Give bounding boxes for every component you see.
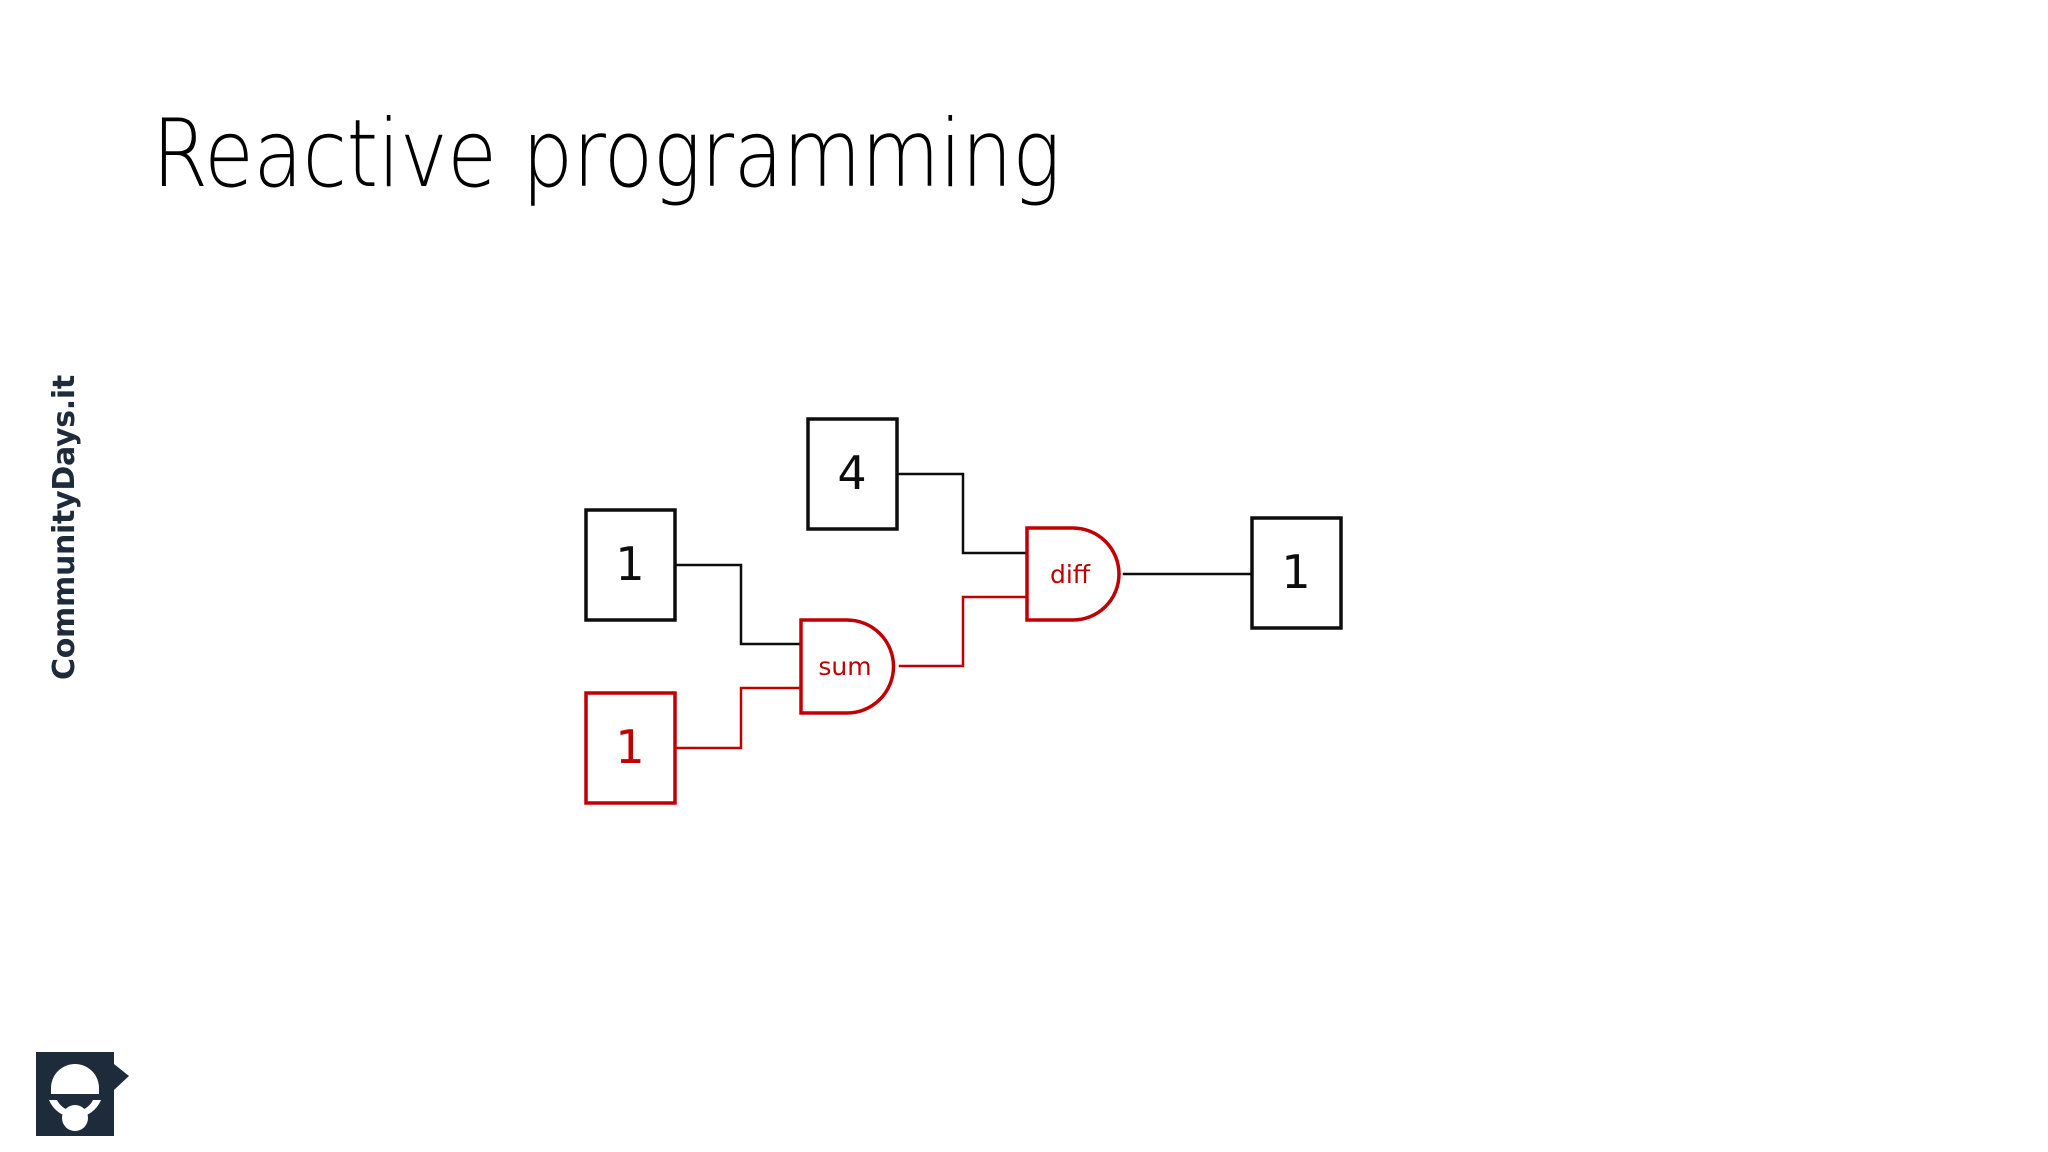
wire-in-c-to-diff — [895, 472, 1029, 555]
value-node-in-c[interactable]: 4 — [806, 417, 899, 531]
logo-dome — [51, 1064, 99, 1088]
communitydays-logo-svg — [36, 1052, 129, 1136]
value-node-out-box — [1250, 516, 1343, 630]
value-node-in-c-box — [806, 417, 899, 531]
gate-node-sum-shape — [799, 618, 896, 715]
value-node-in-a[interactable]: 1 — [584, 508, 677, 622]
value-node-in-b[interactable]: 1 — [584, 691, 677, 805]
gate-node-diff-label: diff — [1050, 560, 1091, 589]
wire-sum-to-diff — [898, 595, 1029, 668]
logo-arms — [49, 1100, 101, 1118]
logo-tab — [114, 1064, 129, 1090]
value-node-in-b-box — [584, 691, 677, 805]
gate-node-sum-label: sum — [818, 652, 871, 681]
value-node-out[interactable]: 1 — [1250, 516, 1343, 630]
value-node-in-a-box — [584, 508, 677, 622]
logo-body-circle — [62, 1105, 88, 1131]
gate-node-diff-shape — [1025, 526, 1121, 622]
value-node-in-b-label: 1 — [615, 720, 644, 774]
value-node-out-label: 1 — [1281, 545, 1310, 599]
value-node-in-a-label: 1 — [615, 537, 644, 591]
brand-wordmark: CommunityDays.it — [47, 375, 82, 680]
gate-node-sum[interactable]: sum — [799, 618, 896, 715]
wire-in-b-to-sum — [673, 686, 803, 750]
wire-in-a-to-sum — [673, 563, 803, 646]
gate-node-diff[interactable]: diff — [1025, 526, 1121, 622]
page-title: Reactive programming — [152, 100, 1061, 209]
logo-bar — [51, 1088, 99, 1094]
value-node-in-c-label: 4 — [837, 446, 866, 500]
communitydays-logo-icon — [33, 1050, 133, 1140]
